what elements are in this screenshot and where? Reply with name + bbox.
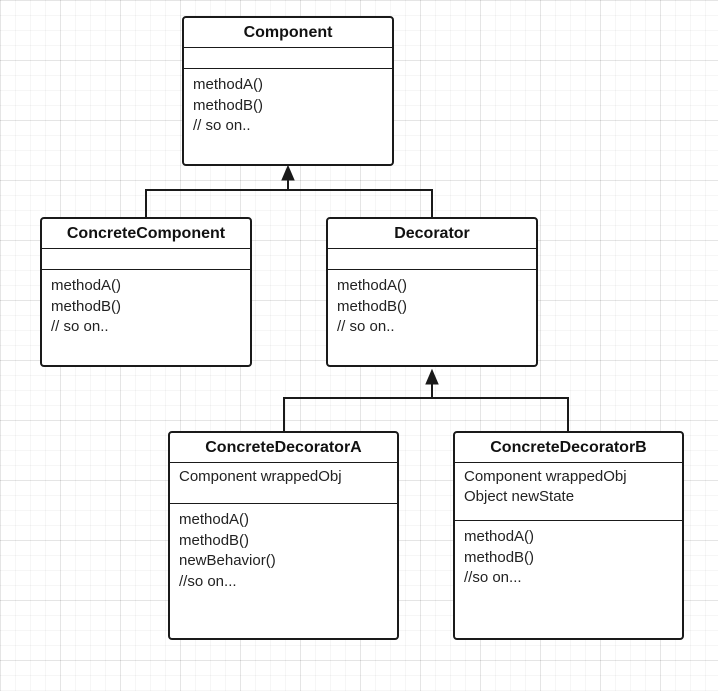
attribute-item: Component wrappedObj [464, 468, 627, 485]
attribute-item: Component wrappedObj [179, 468, 342, 485]
class-name: ConcreteDecoratorA [170, 433, 397, 463]
class-concrete-component[interactable]: ConcreteComponent methodA() methodB() //… [40, 217, 252, 367]
inheritance-line-concrete-decorator-b [432, 397, 569, 431]
method-item: methodA() [464, 528, 535, 545]
class-component[interactable]: Component methodA() methodB() // so on.. [182, 16, 394, 166]
inheritance-line-decorator [288, 189, 433, 217]
class-methods: methodA() methodB() // so on.. [42, 270, 250, 338]
attribute-item: Object newState [464, 488, 575, 505]
class-concrete-decorator-b[interactable]: ConcreteDecoratorB Component wrappedObj … [453, 431, 684, 640]
method-item: //so on... [464, 569, 522, 586]
class-methods: methodA() methodB() //so on... [455, 521, 682, 589]
class-methods: methodA() methodB() // so on.. [328, 270, 536, 338]
method-item: methodA() [193, 76, 264, 93]
class-name: Component [184, 18, 392, 48]
class-name: Decorator [328, 219, 536, 249]
method-item: // so on.. [51, 318, 109, 335]
method-item: newBehavior() [179, 552, 276, 569]
class-concrete-decorator-a[interactable]: ConcreteDecoratorA Component wrappedObj … [168, 431, 399, 640]
method-item: methodB() [193, 96, 264, 114]
method-item: //so on... [179, 572, 237, 590]
method-item: // so on.. [193, 117, 251, 134]
method-item: methodB() [51, 297, 122, 315]
class-attributes: Component wrappedObj [170, 463, 397, 504]
class-attributes: Component wrappedObj Object newState [455, 463, 682, 521]
method-item: methodB() [179, 531, 250, 549]
class-name: ConcreteDecoratorB [455, 433, 682, 463]
method-item: // so on.. [337, 318, 395, 335]
class-name: ConcreteComponent [42, 219, 250, 249]
class-attributes [184, 48, 392, 69]
class-attributes [42, 249, 250, 270]
method-item: methodA() [51, 277, 122, 294]
class-attributes [328, 249, 536, 270]
method-item: methodB() [337, 297, 408, 315]
method-item: methodA() [179, 511, 250, 528]
inheritance-line-concrete-component [145, 176, 289, 217]
class-decorator[interactable]: Decorator methodA() methodB() // so on.. [326, 217, 538, 367]
method-item: methodB() [464, 548, 535, 566]
inheritance-line-concrete-decorator-a [283, 382, 433, 431]
inheritance-arrowhead-decorator [425, 368, 439, 385]
inheritance-arrowhead-component [281, 164, 295, 181]
method-item: methodA() [337, 277, 408, 294]
class-methods: methodA() methodB() // so on.. [184, 69, 392, 137]
class-methods: methodA() methodB() newBehavior() //so o… [170, 504, 397, 592]
